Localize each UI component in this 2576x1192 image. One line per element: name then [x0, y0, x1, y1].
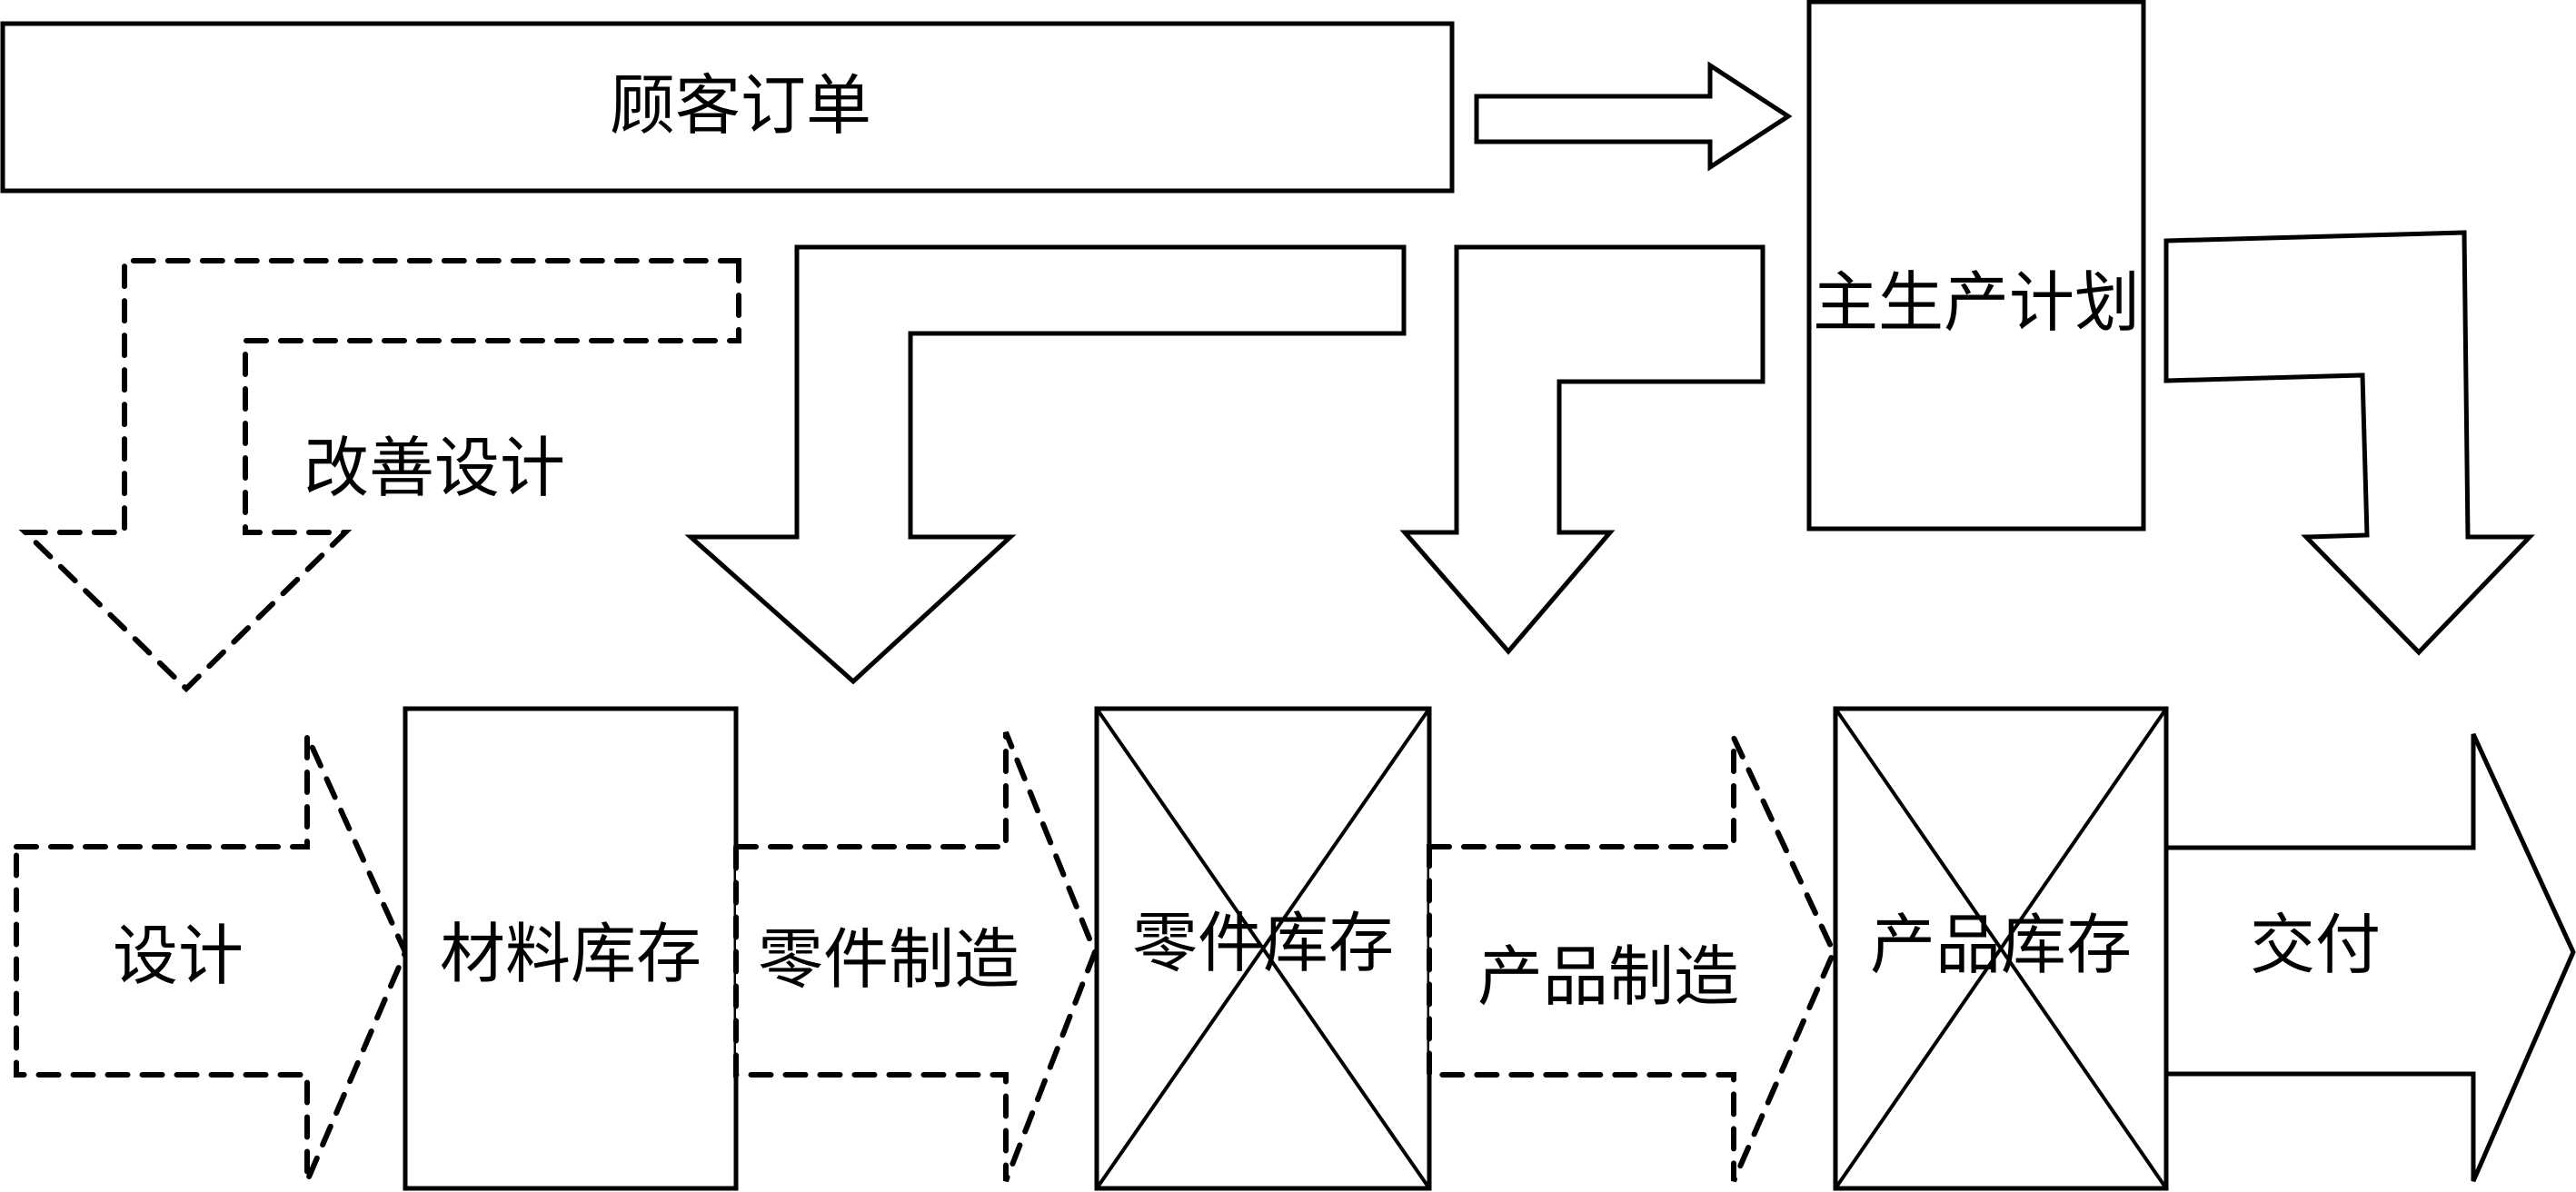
order-to-plan-arrow — [1474, 61, 1793, 172]
design-arrow — [14, 734, 409, 1183]
delivery-label: 交付 — [2250, 907, 2381, 983]
master-plan-label: 主生产计划 — [1813, 264, 2140, 341]
product-inventory-label: 产品库存 — [1870, 907, 2132, 983]
customer-order-node[interactable]: 顾客订单 — [0, 21, 1455, 194]
product-manufacturing-label: 产品制造 — [1477, 939, 1739, 1015]
part-inventory-label: 零件库存 — [1132, 905, 1394, 981]
plan-to-product-mfg-arrow — [1399, 244, 1765, 655]
material-inventory-label: 材料库存 — [440, 916, 701, 992]
product-inventory-cross-line-2 — [1834, 707, 2168, 1190]
part-inventory-cross-line-2 — [1095, 707, 1431, 1190]
material-inventory-box — [403, 706, 739, 1191]
part-manufacturing-arrow — [733, 730, 1099, 1183]
improve-design-label: 改善设计 — [303, 430, 565, 506]
product-manufacturing-step[interactable]: 产品制造 — [1427, 736, 1837, 1183]
part-manufacturing-step[interactable]: 零件制造 — [733, 730, 1099, 1183]
customer-order-label: 顾客订单 — [610, 67, 871, 144]
product-inventory-node[interactable]: 产品库存 — [1833, 706, 2169, 1191]
plan-to-delivery-arrow — [2163, 230, 2535, 656]
delivery-arrow — [2163, 732, 2576, 1183]
material-inventory-node[interactable]: 材料库存 — [403, 706, 739, 1191]
delivery-step[interactable]: 交付 — [2163, 732, 2576, 1183]
product-manufacturing-arrow — [1427, 736, 1837, 1183]
plan-to-part-mfg-arrow — [684, 244, 1407, 685]
master-plan-box — [1806, 0, 2146, 531]
improve-design-arrow — [18, 258, 741, 693]
customer-order-box — [0, 21, 1455, 194]
master-plan-node[interactable]: 主生产计划 — [1806, 0, 2146, 531]
part-manufacturing-label: 零件制造 — [758, 921, 1019, 998]
design-label: 设计 — [113, 918, 244, 994]
part-inventory-node[interactable]: 零件库存 — [1094, 706, 1432, 1191]
design-step[interactable]: 设计 — [14, 734, 409, 1183]
